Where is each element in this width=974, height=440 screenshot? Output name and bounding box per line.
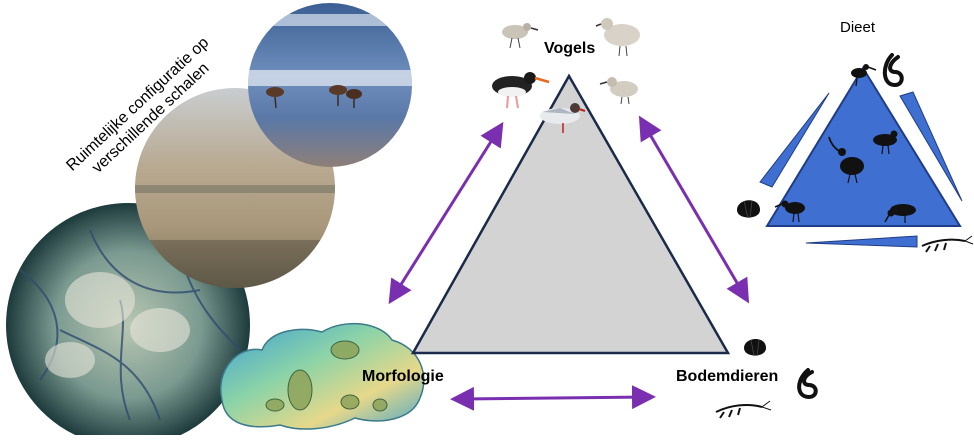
label-morfologie: Morfologie — [362, 368, 444, 386]
oystercatcher-icon — [492, 72, 549, 108]
label-dieet: Dieet — [840, 19, 875, 36]
arrow-morfologie-bodemdieren — [462, 397, 644, 399]
sandpiper-icon — [502, 23, 538, 48]
worm-icon-bodemdieren — [799, 370, 816, 397]
worm-icon — [885, 55, 902, 85]
shrimp-icon-bodemdieren — [716, 401, 771, 418]
dunlin-icon — [600, 77, 638, 104]
photo-beach-birds — [248, 3, 418, 167]
label-vogels: Vogels — [544, 40, 595, 58]
shell-icon — [737, 200, 760, 218]
plover-icon — [596, 18, 640, 56]
shell-icon-bodemdieren — [744, 339, 766, 356]
diet-wedge-bottom — [806, 236, 917, 247]
shrimp-icon — [922, 236, 973, 252]
label-bodemdieren: Bodemdieren — [676, 368, 778, 386]
